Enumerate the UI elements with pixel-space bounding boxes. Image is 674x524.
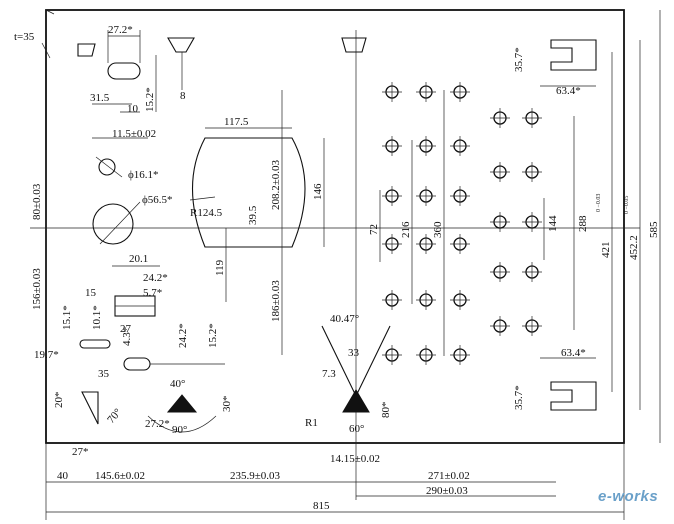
top-notch-right — [341, 37, 367, 53]
label-cone-33: 33 — [348, 347, 360, 359]
label-grid-288: 288 — [577, 215, 589, 232]
label-grid-144: 144 — [547, 215, 559, 232]
label-right-634-bottom: 63.4* — [561, 347, 586, 359]
bottom-triangle-left — [166, 394, 198, 413]
label-bottom-271: 271±0.02 — [428, 470, 470, 482]
label-grid-216: 216 — [400, 221, 412, 238]
thickness-leader — [45, 9, 55, 15]
label-bottom-1415: 14.15±0.02 — [330, 453, 380, 465]
large-hole — [92, 203, 134, 245]
label-bottom-40: 40 — [57, 470, 69, 482]
label-bottom-272: 27.2* — [145, 418, 170, 430]
label-angle-left: 40° — [170, 378, 185, 390]
label-right-span: 146 — [312, 183, 324, 200]
label-bottom-290: 290±0.03 — [426, 485, 468, 497]
label-mid-a: 20.1 — [129, 253, 148, 265]
label-small-242: 24.2* — [177, 323, 189, 348]
label-small-15: 15 — [85, 287, 97, 299]
label-grid-72: 72 — [368, 224, 380, 235]
label-angle-70: 70° — [105, 406, 124, 426]
label-vertical-20: 20* — [53, 392, 65, 409]
label-grid-360: 360 — [432, 221, 444, 238]
label-top-slot-width: 27.2* — [108, 24, 133, 36]
leader-line — [99, 201, 141, 245]
top-slot — [107, 62, 141, 80]
label-mid-c: 5.7* — [143, 287, 162, 299]
bottom-right-pocket — [550, 381, 597, 411]
label-cone-r: R1 — [305, 417, 318, 429]
bottom-left-notch — [81, 391, 99, 425]
label-bottom-1456: 145.6±0.02 — [95, 470, 145, 482]
label-small-101: 10.1* — [91, 305, 103, 330]
label-angle-left-bottom: 90° — [172, 424, 187, 436]
label-window-width: 117.5 — [224, 116, 249, 128]
top-left-notch — [77, 43, 96, 57]
top-right-pocket — [550, 39, 597, 71]
label-angle-cone: 40.47° — [330, 313, 359, 325]
label-small-35: 35 — [98, 368, 110, 380]
label-mid-b: 24.2* — [143, 272, 168, 284]
label-cone-60: 60° — [349, 423, 364, 435]
label-small-notch: 8 — [180, 90, 186, 102]
small-slot-left — [79, 339, 111, 349]
label-right-357-top: 35.7* — [513, 47, 525, 72]
label-small-151: 15.1* — [61, 305, 73, 330]
label-bottom-27a: 27* — [72, 446, 89, 458]
label-overall-585: 585 — [648, 221, 660, 238]
label-window-inner: 39.5 — [247, 205, 259, 225]
thickness-arrow — [41, 42, 51, 59]
label-small-197: 19.7* — [34, 349, 59, 361]
top-notch-left — [167, 37, 195, 53]
radius-leader — [189, 196, 216, 201]
label-window-radius: R124.5 — [190, 207, 223, 219]
label-right-634-top: 63.4* — [556, 85, 581, 97]
label-slot-height: 15.2* — [144, 87, 156, 112]
label-cone-73: 7.3 — [322, 368, 336, 380]
label-hole-spacing: 11.5±0.02 — [112, 128, 156, 140]
label-small-43: 4.3* — [121, 327, 133, 346]
label-overall-4522-tol: 0 −0.05 — [624, 196, 630, 214]
label-left-height-1: 80±0.03 — [31, 183, 43, 220]
label-small-27: 27 — [120, 323, 132, 335]
label-window-height: 208.2±0.03 — [270, 159, 282, 210]
watermark-logo: e-works — [598, 488, 659, 505]
label-overall-4522: 452.2 — [628, 235, 640, 260]
angle-arc — [147, 415, 217, 433]
small-slot-right — [123, 357, 151, 371]
label-hole-large: ϕ56.5* — [142, 194, 173, 206]
thickness-label: t=35 — [14, 31, 35, 43]
label-overall-421-tol: 0 −0.03 — [596, 194, 602, 212]
hole-grid — [382, 82, 542, 365]
label-slot-offset-a: 31.5 — [90, 92, 110, 104]
label-bottom-2359: 235.9±0.03 — [230, 470, 281, 482]
label-slot-offset-b: 10 — [127, 103, 139, 115]
cone-tip — [342, 389, 370, 413]
label-right-357-bottom: 35.7* — [513, 385, 525, 410]
label-hole-small: ϕ16.1* — [128, 169, 159, 181]
small-hole — [98, 158, 116, 176]
label-lower-right-height: 186±0.03 — [270, 280, 282, 322]
label-overall-815: 815 — [313, 500, 330, 512]
label-small-152: 15.2* — [207, 323, 219, 348]
label-cone-80: 80* — [380, 402, 392, 419]
label-vertical-30: 30* — [221, 396, 233, 413]
central-window — [192, 137, 306, 248]
label-lower-height: 119 — [214, 259, 226, 276]
label-overall-421: 421 — [600, 242, 612, 259]
leader-line — [95, 156, 123, 178]
label-left-height-2: 156±0.03 — [31, 268, 43, 310]
